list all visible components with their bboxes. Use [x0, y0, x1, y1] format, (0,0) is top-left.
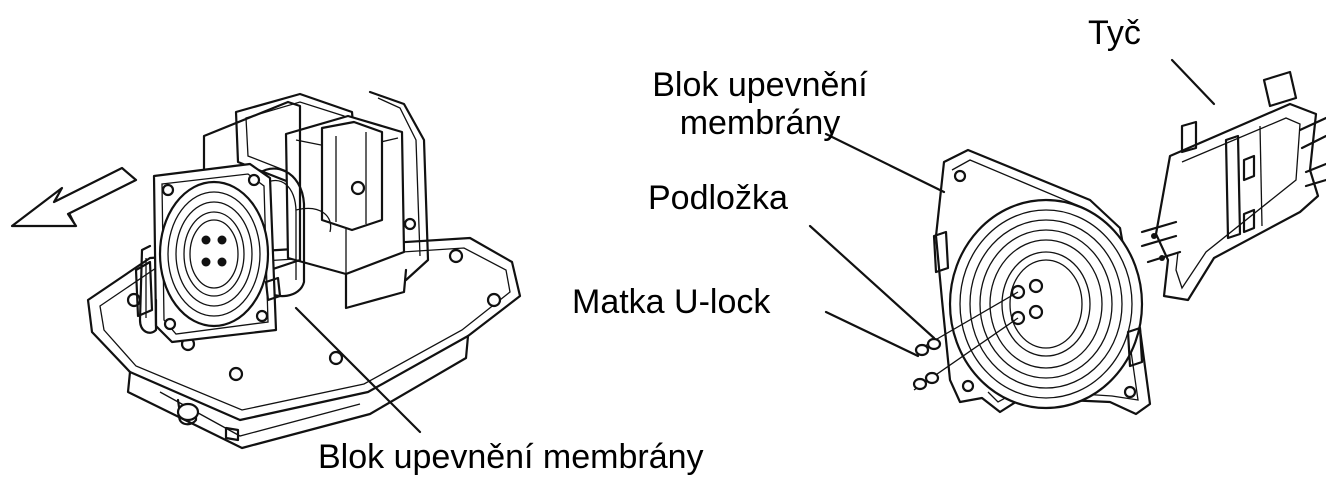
pump-electromagnet [202, 90, 430, 310]
leader-lines-right [808, 58, 1216, 358]
label-diaphragm-block-bottom: Blok upevnění membrány [318, 438, 704, 476]
leader-line-bottom [294, 306, 422, 434]
diaphragm-block-exploded [932, 148, 1152, 416]
label-diaphragm-block-right: Blok upevnění membrány [620, 66, 900, 142]
removal-direction-arrow [10, 166, 138, 228]
washers-and-nuts [912, 291, 1019, 391]
label-diaphragm-block-right-line2: membrány [679, 104, 841, 142]
pump-diaphragm-housing [138, 162, 306, 344]
label-diaphragm-block-right-line1: Blok upevnění [652, 66, 868, 104]
rod-assembly [1140, 70, 1326, 302]
label-ulock-nut: Matka U-lock [572, 283, 771, 321]
label-washer: Podložka [648, 179, 788, 217]
label-rod: Tyč [1088, 14, 1141, 52]
